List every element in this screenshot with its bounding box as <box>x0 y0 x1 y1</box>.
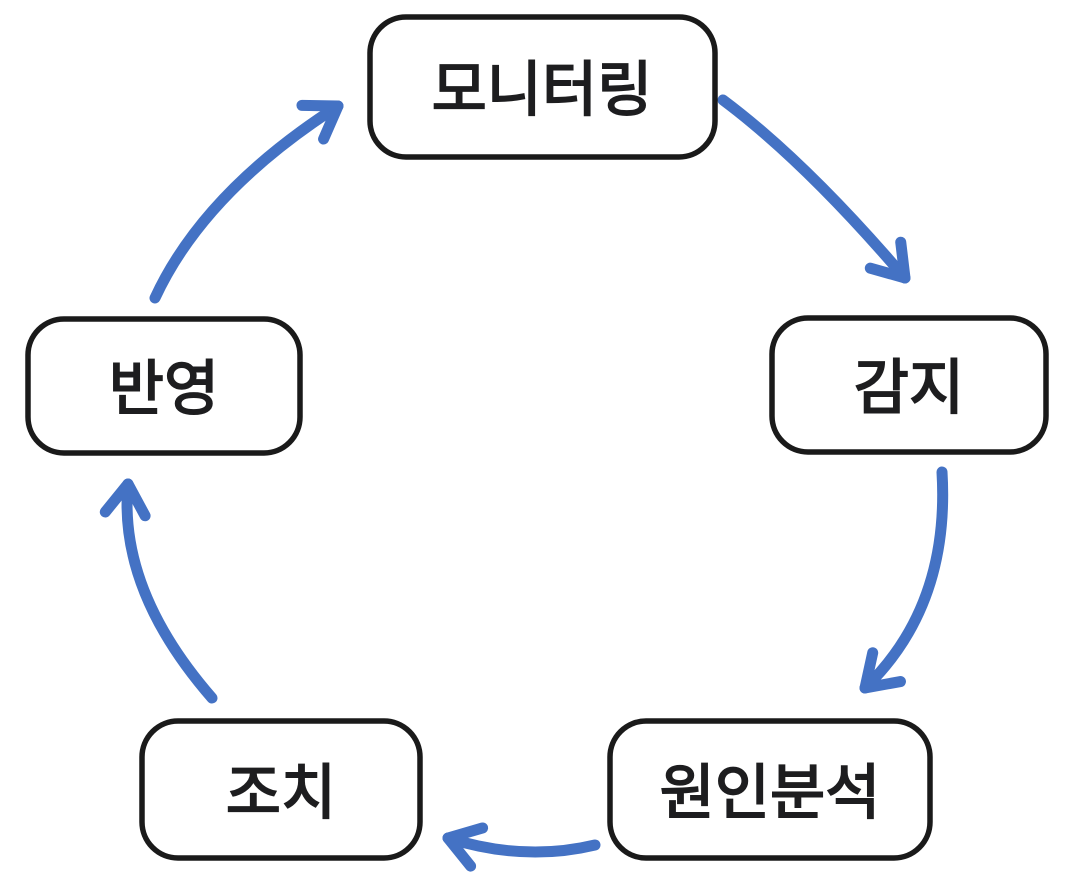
node-detection-box <box>769 315 1049 455</box>
node-reflection-label: 반영 <box>109 356 219 423</box>
node-reflection-box <box>25 316 303 456</box>
arrow-detection-to-cause-analysis <box>859 466 949 694</box>
arrow-monitoring-to-detection <box>717 94 911 284</box>
node-detection: 감지 <box>769 315 1049 455</box>
arrow-cause-analysis-to-action <box>442 822 601 872</box>
node-monitoring: 모니터링 <box>367 14 718 160</box>
node-cause-analysis-box <box>607 718 933 861</box>
node-action-box <box>139 718 423 861</box>
node-detection-label: 감지 <box>854 355 964 422</box>
node-monitoring-label: 모니터링 <box>432 57 653 124</box>
node-action-label: 조치 <box>226 760 336 827</box>
arrow-reflection-to-monitoring <box>149 99 344 304</box>
node-cause-analysis: 원인분석 <box>607 718 933 861</box>
node-cause-analysis-label: 원인분석 <box>660 760 881 827</box>
node-action: 조치 <box>139 718 423 861</box>
node-reflection: 반영 <box>25 316 303 456</box>
arrow-action-to-reflection <box>99 478 218 704</box>
node-monitoring-box <box>367 14 718 160</box>
